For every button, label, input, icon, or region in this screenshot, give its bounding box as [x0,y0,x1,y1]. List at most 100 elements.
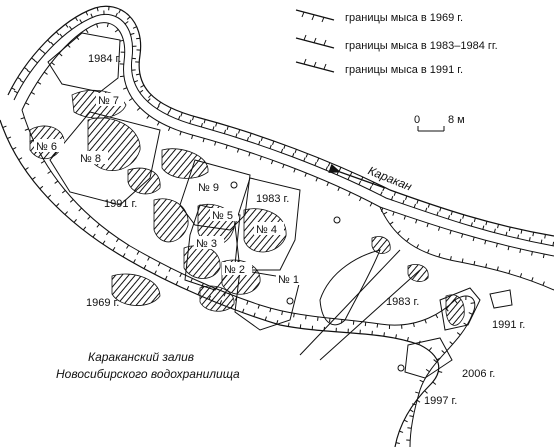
boundary-tick [280,148,284,153]
feature-2: № 2 [224,264,245,276]
boundary-tick [427,249,430,254]
year-label-1997: 1997 г. [424,395,457,407]
boundary-tick [43,71,48,75]
boundary-tick [106,23,109,28]
boundary-tick [119,75,125,78]
boundary-tick [409,409,414,413]
boundary-tick [369,202,373,207]
boundary-tick [2,125,7,128]
boundary-tick [11,87,16,91]
boundary-tick [156,105,160,110]
boundary-tick [349,171,353,176]
boundary-tick [223,129,227,134]
boundary-tick [519,273,523,278]
boundary-tick [427,203,430,208]
boundary-tick [24,167,29,171]
boundary-tick [315,177,318,182]
boundary-tick [326,182,330,187]
boundary-tick [292,152,295,158]
boundary-tick [186,286,190,291]
boundary-tick [392,211,395,216]
year-label-1983-right: 1983 г. [386,296,419,308]
boundary-tick [433,359,438,363]
pit-markers [230,181,405,372]
boundary-tick [393,191,396,196]
boundary-tick [41,50,46,55]
year-label-1983-mid: 1983 г. [256,193,289,205]
boundary-tick [497,224,500,229]
flow-arrow [328,163,386,189]
boundary-tick [201,283,204,288]
boundary-tick [395,442,400,444]
boundary-tick [115,238,119,243]
boundary-tick [336,170,340,176]
boundary-tick [130,32,135,36]
boundary-tick [305,153,309,158]
boundary-tick [168,267,172,272]
boundary-tick [531,251,533,256]
boundary-tick [167,111,170,116]
year-label-2006: 2006 г. [462,368,495,380]
boundary-tick [136,250,140,255]
boundary-tick [293,168,296,173]
boundary-tick [403,419,408,423]
boundary-tick [389,221,394,225]
boundary-tick [484,240,487,245]
boundary-tick [281,310,284,316]
boundary-tick [75,17,78,22]
boundary-tick [294,149,297,154]
boundary-tick [13,90,18,94]
boundary-tick [472,237,475,242]
boundary-tick [485,221,488,226]
boundary-tick [406,237,410,242]
boundary-tick [147,98,151,102]
boundary-tick [468,312,473,315]
boundary-tick [164,275,168,280]
boundary-tick [438,226,441,231]
boundary-tick [39,185,44,190]
boundary-1991-north [21,22,554,257]
boundary-tick [126,244,130,249]
boundary-tick [327,162,331,167]
river-label: Каракан [366,163,414,193]
boundary-tick [495,243,498,248]
legend-item-1983: границы мыса в 1983–1984 гг. [345,40,498,52]
boundary-tick [517,234,520,239]
feature-4: № 4 [256,224,277,236]
boundary-tick [424,319,427,324]
boundary-tick [87,216,91,220]
boundary-tick [202,138,205,143]
boundary-tick [461,258,464,263]
boundary-tick [156,121,160,126]
boundary-tick [348,191,351,196]
boundary-tick [112,246,116,251]
boundary-tick [58,52,63,57]
boundary-tick [189,119,192,124]
year-label-1991-right: 1991 г. [492,319,525,331]
boundary-tick [135,73,140,76]
boundary-tick [90,13,93,18]
boundary-tick [133,259,136,264]
feature-labels: № 7 № 6 № 8 № 9 № 5 № 4 № 3 № 2 № 1 [34,93,306,286]
boundary-tick [78,207,82,212]
boundary-tick [482,225,485,230]
boundary-tick [136,107,141,111]
boundary-tick [20,117,25,120]
boundary-tick [246,136,249,142]
boundary-tick [438,370,443,373]
boundary-tick [470,302,475,304]
boundary-tick [246,300,249,305]
boundary-tick [287,322,290,327]
boundary-tick [520,229,523,234]
boundary-tick [115,12,118,17]
boundary-tick [154,270,157,275]
boundary-tick [438,253,441,258]
boundary-tick [55,203,60,207]
boundary-tick [416,244,420,249]
boundary-tick [449,341,454,345]
boundary-tick [143,264,147,269]
boundary-tick [403,215,406,220]
boundary-tick [147,256,150,261]
boundary-tick [203,119,206,124]
